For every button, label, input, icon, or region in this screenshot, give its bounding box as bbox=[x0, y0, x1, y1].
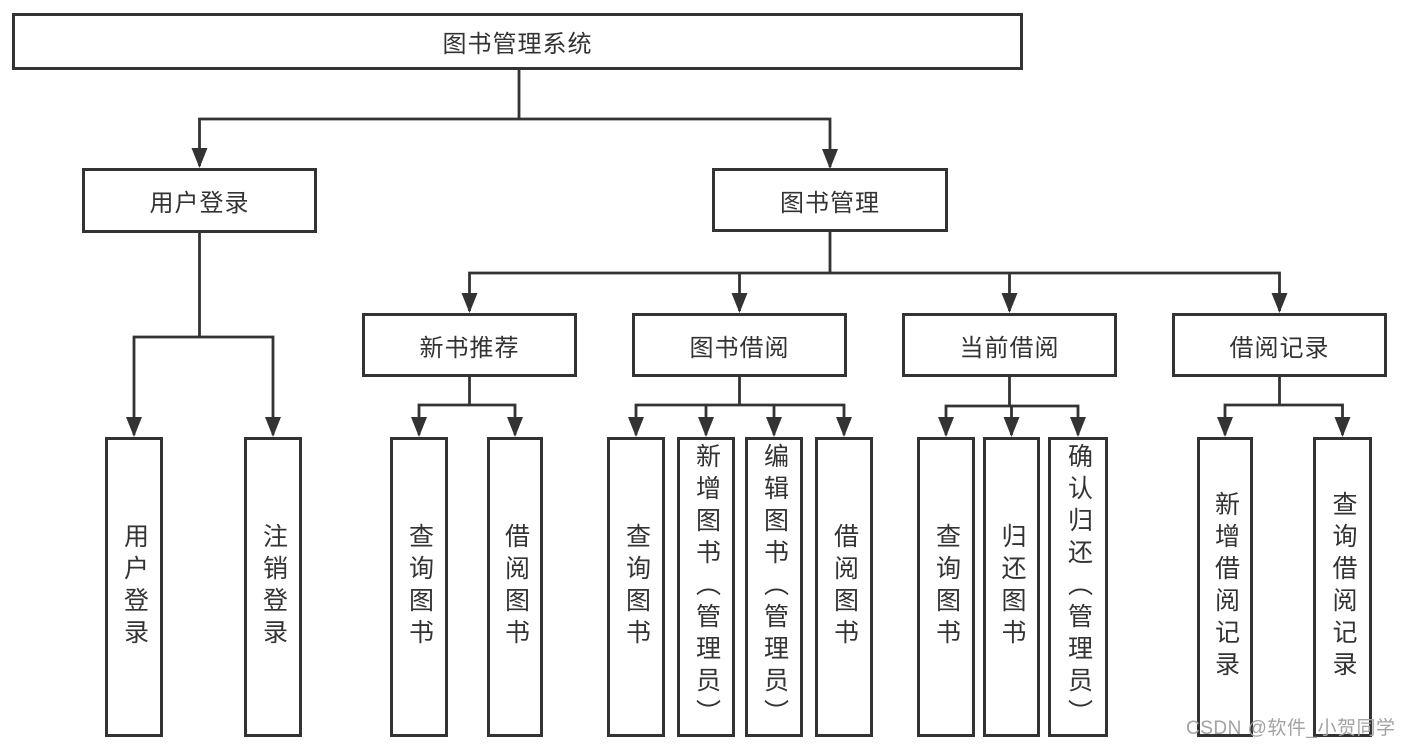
leaf-edit-books-admin-label: 编辑图书（管理员） bbox=[760, 443, 789, 731]
watermark: CSDN @软件_小贺同学 bbox=[1186, 718, 1396, 739]
leaf-borrow-books-2-label: 借阅图书 bbox=[830, 523, 859, 651]
leaf-return-books-label: 归还图书 bbox=[998, 523, 1026, 651]
node-book-borrow-label: 图书借阅 bbox=[689, 334, 790, 362]
leaf-user-login-label: 用户登录 bbox=[120, 523, 149, 651]
leaf-query-books-2-label: 查询图书 bbox=[622, 523, 651, 651]
node-new-book-recommend-label: 新书推荐 bbox=[419, 334, 520, 362]
leaf-add-books-admin: 新增图书（管理员） bbox=[677, 437, 735, 737]
node-book-borrow: 图书借阅 bbox=[632, 313, 847, 377]
leaf-query-borrow-record: 查询借阅记录 bbox=[1313, 437, 1372, 737]
leaf-query-books-1-label: 查询图书 bbox=[405, 523, 434, 651]
leaf-confirm-return-admin-label: 确认归还（管理员） bbox=[1064, 443, 1093, 731]
leaf-edit-books-admin: 编辑图书（管理员） bbox=[745, 437, 803, 737]
leaf-borrow-books-2: 借阅图书 bbox=[815, 437, 873, 737]
leaf-query-books-1: 查询图书 bbox=[390, 437, 448, 737]
node-book-management: 图书管理 bbox=[712, 168, 948, 232]
leaf-query-borrow-record-label: 查询借阅记录 bbox=[1329, 491, 1357, 683]
leaf-add-borrow-record-label: 新增借阅记录 bbox=[1211, 491, 1240, 683]
leaf-logout: 注销登录 bbox=[244, 437, 302, 737]
leaf-add-books-admin-label: 新增图书（管理员） bbox=[692, 443, 721, 731]
node-current-borrow: 当前借阅 bbox=[902, 313, 1117, 377]
arrowheads bbox=[126, 148, 1351, 437]
leaf-query-books-3: 查询图书 bbox=[917, 437, 975, 737]
node-book-management-label: 图书管理 bbox=[780, 189, 880, 217]
leaf-query-books-3-label: 查询图书 bbox=[932, 523, 961, 651]
node-user-login-label: 用户登录 bbox=[149, 190, 250, 217]
leaf-logout-label: 注销登录 bbox=[259, 523, 288, 651]
leaf-confirm-return-admin: 确认归还（管理员） bbox=[1048, 437, 1108, 737]
leaf-user-login: 用户登录 bbox=[105, 437, 163, 737]
node-root: 图书管理系统 bbox=[12, 13, 1023, 70]
leaf-add-borrow-record: 新增借阅记录 bbox=[1197, 437, 1253, 737]
leaf-query-books-2: 查询图书 bbox=[607, 437, 665, 737]
node-borrow-record: 借阅记录 bbox=[1172, 313, 1387, 377]
leaf-borrow-books-1: 借阅图书 bbox=[487, 437, 543, 737]
leaf-return-books: 归还图书 bbox=[983, 437, 1040, 737]
node-user-login: 用户登录 bbox=[82, 168, 317, 233]
node-current-borrow-label: 当前借阅 bbox=[959, 334, 1060, 362]
leaf-borrow-books-1-label: 借阅图书 bbox=[501, 523, 530, 651]
node-borrow-record-label: 借阅记录 bbox=[1229, 334, 1330, 362]
node-root-label: 图书管理系统 bbox=[442, 31, 593, 58]
node-new-book-recommend: 新书推荐 bbox=[362, 313, 577, 377]
